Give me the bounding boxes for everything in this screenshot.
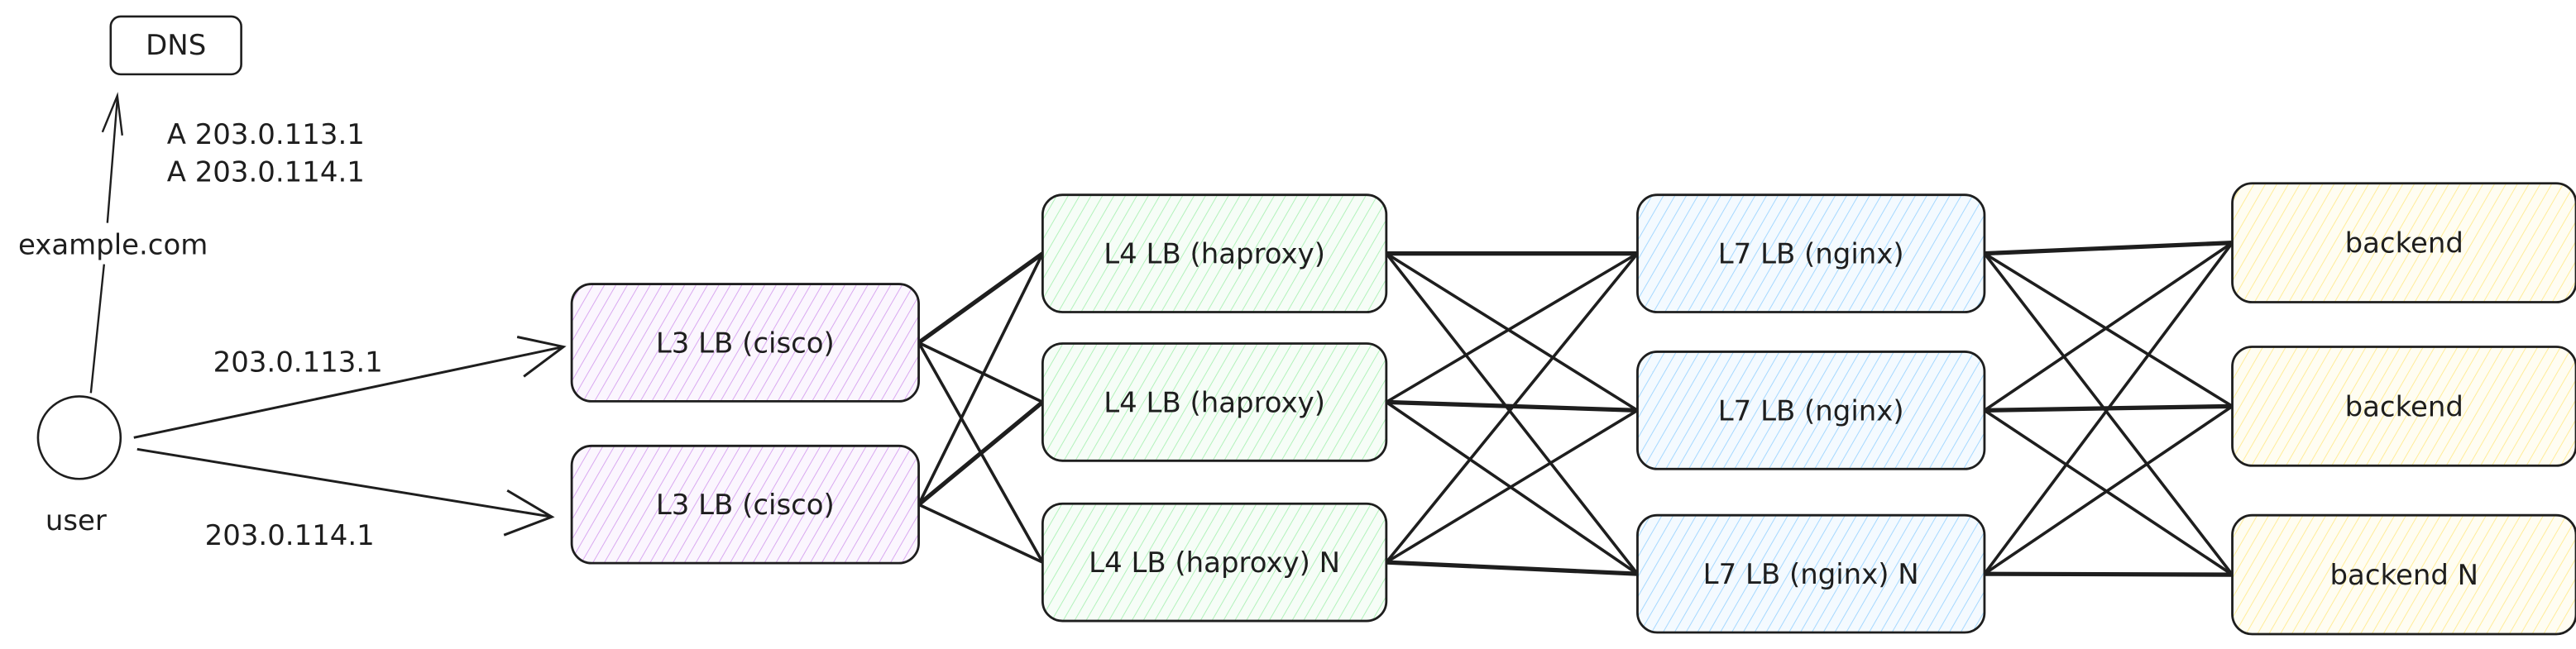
connection-line: [917, 503, 1044, 564]
user-icon: [36, 395, 122, 480]
l7-node-label: L7 LB (nginx): [1718, 238, 1904, 271]
l3-node: L3 LB (cisco): [570, 283, 920, 403]
query-label: example.com: [18, 229, 208, 262]
dns-node: DNS: [109, 15, 242, 76]
backend-node: backend: [2231, 182, 2576, 303]
dns-record-1: A 203.0.113.1: [167, 118, 365, 151]
connection-line: [1386, 560, 1638, 576]
connection-line: [1983, 404, 2234, 575]
backend-node-box: [2231, 513, 2576, 636]
user-routes: [133, 336, 567, 537]
route-label-2: 203.0.114.1: [205, 519, 375, 552]
l4-node-label: L4 LB (haproxy): [1104, 386, 1325, 419]
backend-node-label: backend: [2345, 227, 2463, 260]
l4-node: L4 LB (haproxy) N: [1041, 502, 1388, 623]
connection-line: [1983, 241, 2234, 575]
connection-lines: [917, 241, 2234, 577]
backend-node: backend N: [2231, 513, 2576, 636]
connection-line: [1385, 252, 1639, 575]
l7-node-label: L7 LB (nginx) N: [1703, 558, 1919, 591]
l4-node-box: [1041, 502, 1388, 623]
connection-line: [917, 252, 1044, 506]
dns-query-arrow: [89, 92, 123, 394]
l4-node: L4 LB (haproxy): [1041, 342, 1388, 462]
dns-label: DNS: [146, 29, 206, 62]
user-node: user: [36, 395, 122, 537]
l7-node-box: [1636, 193, 1986, 313]
l7-node-label: L7 LB (nginx): [1718, 394, 1904, 427]
l4-node-label: L4 LB (haproxy): [1104, 238, 1325, 271]
connection-line: [917, 251, 1044, 345]
user-label: user: [45, 504, 107, 537]
connection-line: [1983, 252, 2234, 408]
backend-node-label: backend: [2345, 390, 2463, 423]
l7-node: L7 LB (nginx): [1636, 351, 1986, 470]
l7-node: L7 LB (nginx): [1636, 193, 1986, 313]
dns-record-2: A 203.0.114.1: [167, 156, 365, 189]
connection-line: [1385, 252, 1639, 412]
l3-node-label: L3 LB (cisco): [656, 489, 835, 522]
connection-line: [1385, 252, 1639, 403]
connection-line: [917, 341, 1044, 404]
connection-line: [1983, 252, 2234, 576]
backend-node-box: [2231, 182, 2576, 303]
l7-node-box: [1636, 513, 1986, 634]
connection-line: [1984, 241, 2233, 256]
l4-node-box: [1041, 342, 1388, 462]
connection-line: [1385, 252, 1639, 564]
l4-node-box: [1041, 193, 1388, 313]
backend-node-label: backend N: [2330, 559, 2479, 592]
connection-line: [1385, 408, 1639, 564]
l3-node-label: L3 LB (cisco): [656, 327, 835, 360]
l4-node-label: L4 LB (haproxy) N: [1089, 546, 1340, 580]
connection-line: [1984, 571, 2233, 577]
l3-node-box: [570, 283, 920, 403]
connection-line: [1983, 241, 2234, 412]
l4-node: L4 LB (haproxy): [1041, 193, 1388, 313]
l3-node-box: [570, 444, 920, 565]
route-label-1: 203.0.113.1: [213, 346, 383, 379]
connection-line: [1983, 408, 2234, 576]
backend-node: backend: [2231, 346, 2576, 467]
l7-node-box: [1636, 351, 1986, 470]
l7-node: L7 LB (nginx) N: [1636, 513, 1986, 634]
l3-node: L3 LB (cisco): [570, 444, 920, 565]
connection-line: [917, 400, 1045, 507]
backend-node-box: [2231, 346, 2576, 467]
